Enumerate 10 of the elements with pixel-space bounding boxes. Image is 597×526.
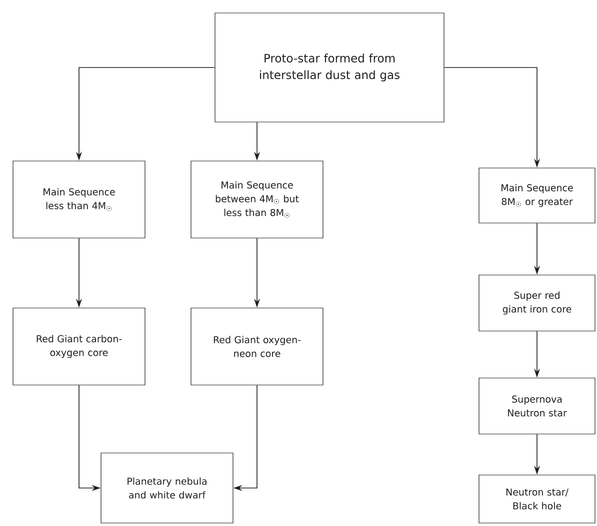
process-box: Red Giant carbon-oxygen core (12, 308, 146, 386)
process-box: Red Giant oxygen-neon core (190, 308, 324, 386)
process-box: Supernova Neutron star (478, 378, 596, 434)
process-box: Proto-star formed from interstellar dust and gas (214, 12, 444, 122)
process-box: Planetary nebula and white dwarf (100, 452, 234, 524)
process-box: Super red giant iron core (478, 274, 596, 332)
process-box: Main Sequence 8M$_{☉}$ or greater (478, 168, 596, 224)
process-box: Main Sequence less than 4M$_{☉}$ (12, 160, 146, 238)
process-box: Main Sequence between 4M$_{☉}$ but less than 8M$_{☉}$ (190, 160, 324, 238)
process-box: Neutron star/ Black hole (478, 474, 596, 524)
